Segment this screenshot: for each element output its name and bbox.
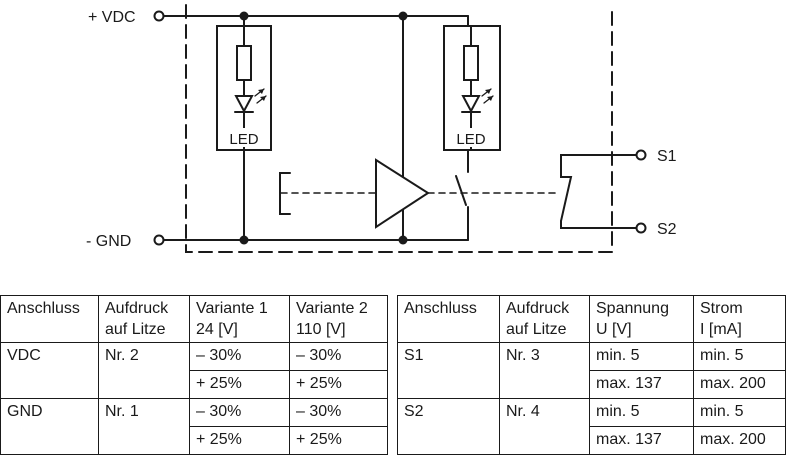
gnd-terminal (153, 234, 165, 246)
variante-2-cell: – 30% (289, 398, 388, 427)
table-row: VDC Nr. 2 – 30% – 30% (0, 342, 388, 371)
empty-cell (0, 426, 99, 455)
resistor-icon (463, 45, 479, 81)
led-module-right: LED (443, 15, 501, 151)
spannung-cell: max. 137 (589, 426, 694, 455)
vdc-label: + VDC (88, 9, 136, 26)
spannung-cell: min. 5 (589, 398, 694, 427)
s2-label: S2 (657, 221, 677, 238)
s1-label: S1 (657, 148, 677, 165)
aufdruck-cell: Nr. 4 (499, 398, 590, 427)
empty-cell (98, 426, 190, 455)
aufdruck-cell: Nr. 1 (98, 398, 190, 427)
circuit-diagram: LED LED + VDC - GND S1 S2 (86, 4, 677, 253)
aufdruck-cell: Nr. 3 (499, 342, 590, 371)
anschluss-cell: S1 (397, 342, 500, 371)
anschluss-cell: GND (0, 398, 99, 427)
led-module-left: LED (216, 15, 272, 241)
housing-dashed-outline (185, 4, 613, 253)
variante-2-cell: – 30% (289, 342, 388, 371)
header-cell: Anschluss (0, 295, 99, 343)
variante-2-cell: + 25% (289, 370, 388, 399)
variante-1-cell: – 30% (189, 342, 290, 371)
strom-cell: min. 5 (693, 398, 786, 427)
table-row: GND Nr. 1 – 30% – 30% (0, 398, 388, 427)
variante-1-cell: – 30% (189, 398, 290, 427)
resistor-icon (236, 45, 252, 81)
anschluss-cell: S2 (397, 398, 500, 427)
variante-1-cell: + 25% (189, 370, 290, 399)
empty-cell (499, 426, 590, 455)
gnd-label: - GND (86, 233, 131, 250)
table-row: max. 137 max. 200 (397, 370, 786, 399)
led-right-label: LED (456, 131, 485, 148)
led-left-label: LED (229, 131, 258, 148)
aufdruck-cell: Nr. 2 (98, 342, 190, 371)
amplifier-triangle (375, 158, 430, 229)
empty-cell (98, 370, 190, 399)
sensing-face-bracket (279, 172, 291, 215)
empty-cell (499, 370, 590, 399)
strom-cell: max. 200 (693, 370, 786, 399)
table-row: S2 Nr. 4 min. 5 min. 5 (397, 398, 786, 427)
anschluss-cell: VDC (0, 342, 99, 371)
strom-cell: min. 5 (693, 342, 786, 371)
spannung-cell: min. 5 (589, 342, 694, 371)
strom-cell: max. 200 (693, 426, 786, 455)
output-switch-icon (455, 149, 469, 241)
spannung-cell: max. 137 (589, 370, 694, 399)
empty-cell (0, 370, 99, 399)
table-row: max. 137 max. 200 (397, 426, 786, 455)
header-cell: Anschluss (397, 295, 500, 343)
table-row: + 25% + 25% (0, 426, 388, 455)
variante-1-cell: + 25% (189, 426, 290, 455)
vdc-terminal (153, 10, 165, 22)
variante-2-cell: + 25% (289, 426, 388, 455)
reed-contact-icon (560, 154, 637, 229)
table-row: S1 Nr. 3 min. 5 min. 5 (397, 342, 786, 371)
led-diode-icon (234, 88, 267, 114)
s2-terminal (635, 222, 647, 234)
s1-terminal (635, 149, 647, 161)
empty-cell (397, 426, 500, 455)
empty-cell (397, 370, 500, 399)
table-row: + 25% + 25% (0, 370, 388, 399)
led-diode-icon (461, 88, 494, 114)
